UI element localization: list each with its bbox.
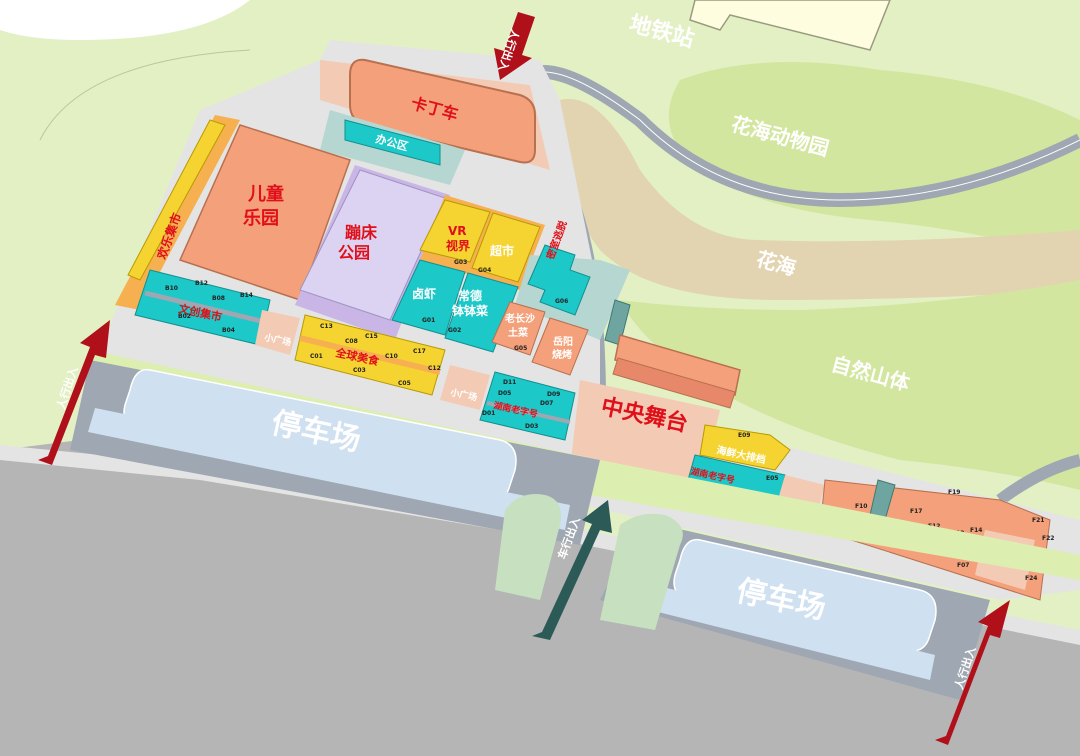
unit-f10: F10 (855, 503, 867, 510)
unit-b10: B10 (165, 285, 178, 292)
zoo-area (668, 62, 1080, 260)
unit-d07: D07 (540, 400, 553, 407)
old-changsha-label-2: 土菜 (508, 326, 529, 339)
unit-g03: G03 (454, 259, 467, 266)
vr-world[interactable] (419, 199, 491, 263)
unit-f22: F22 (1042, 535, 1054, 542)
kids-park-label-1: 儿童 (247, 183, 284, 205)
unit-g02: G02 (448, 327, 461, 334)
unit-c15: C15 (365, 333, 378, 340)
unit-c03: C03 (353, 367, 366, 374)
small-plaza-1: 小广场 (255, 310, 300, 355)
vr-label-1: VR (448, 224, 467, 238)
unit-c10: C10 (385, 353, 398, 360)
unit-d03: D03 (525, 423, 538, 430)
unit-f07: F07 (957, 562, 969, 569)
unit-d09: D09 (547, 391, 560, 398)
yueyang-label-2: 烧烤 (552, 348, 572, 361)
green-island-2 (600, 513, 683, 630)
fun-market-stalls[interactable] (127, 119, 226, 281)
old-changsha-label-1: 老长沙 (504, 312, 535, 325)
unit-f21: F21 (1032, 517, 1044, 524)
unit-b14: B14 (240, 292, 253, 299)
supermarket-label: 超市 (489, 243, 514, 258)
yueyang-bbq[interactable] (531, 317, 589, 376)
old-changsha[interactable] (491, 301, 546, 356)
flower-sea-area (560, 98, 1080, 300)
hunan-brand-d-block[interactable] (479, 371, 576, 441)
unit-b08: B08 (212, 295, 225, 302)
green-island-1 (495, 494, 561, 600)
unit-f24: F24 (1025, 575, 1037, 582)
unit-d01: D01 (482, 410, 495, 417)
unit-g06: G06 (555, 298, 568, 305)
unit-c17: C17 (413, 348, 426, 355)
trampoline-label-2: 公园 (338, 243, 370, 262)
subway-station-building (689, 0, 891, 51)
unit-d05: D05 (498, 390, 511, 397)
unit-e05: E05 (766, 475, 778, 482)
small-plaza-2: 小广场 (440, 365, 490, 410)
unit-c13: C13 (320, 323, 333, 330)
escape-room[interactable] (527, 244, 591, 316)
unit-c08: C08 (345, 338, 358, 345)
stage-roof (614, 334, 741, 396)
trampoline-park[interactable] (299, 169, 446, 321)
unit-g04: G04 (478, 267, 491, 274)
unit-e09: E09 (738, 432, 750, 439)
vr-label-2: 视界 (446, 238, 470, 253)
yueyang-label-1: 岳阳 (553, 335, 573, 348)
changde-label-2: 钵钵菜 (452, 303, 488, 318)
kids-park-label-2: 乐园 (243, 208, 279, 229)
changde-label-1: 常德 (458, 288, 482, 303)
office-building[interactable] (344, 119, 441, 166)
unit-b04: B04 (222, 327, 235, 334)
unit-f19: F19 (948, 489, 960, 496)
unit-b02: B02 (178, 313, 191, 320)
unit-f17: F17 (910, 508, 922, 515)
karting-track[interactable] (349, 58, 536, 164)
seafood-stall[interactable] (699, 424, 791, 471)
unit-c01: C01 (310, 353, 323, 360)
unit-b12: B12 (195, 280, 208, 287)
natural-hill-area (620, 280, 1080, 490)
parking-lot-2[interactable]: 停车场 (600, 520, 990, 700)
unit-c12: C12 (428, 365, 441, 372)
crayfish-label: 卤虾 (412, 286, 436, 301)
unit-c05: C05 (398, 380, 411, 387)
supermarket[interactable] (471, 212, 541, 283)
crayfish[interactable] (391, 259, 466, 336)
roundabout (0, 0, 250, 40)
unit-d11: D11 (503, 379, 516, 386)
unit-g05: G05 (514, 345, 527, 352)
unit-g01: G01 (422, 317, 435, 324)
trampoline-label-1: 蹦床 (345, 223, 378, 242)
parking-lot-1[interactable]: 停车场 (70, 360, 600, 545)
unit-f14: F14 (970, 527, 982, 534)
